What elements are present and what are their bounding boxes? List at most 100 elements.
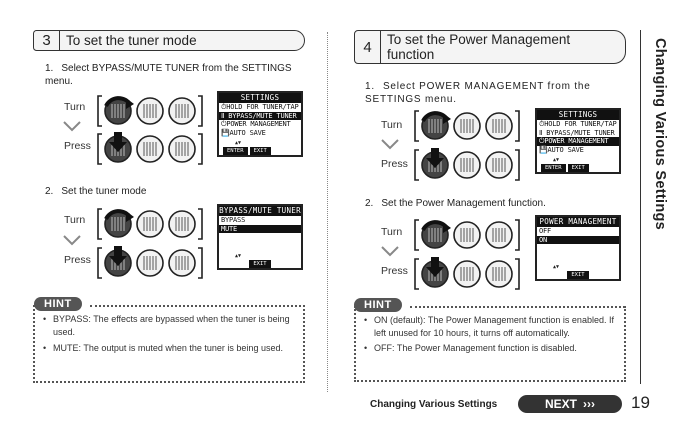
center-knob-icon <box>136 97 164 125</box>
hint-item: OFF: The Power Management function is di… <box>364 342 616 355</box>
scroll-arrows-icon: ▲▼ <box>553 157 560 163</box>
turn-label: Turn <box>381 226 403 238</box>
lcd-softkeys: ENTER EXIT <box>537 161 619 172</box>
softkey-exit: EXIT <box>567 271 589 279</box>
pedal-row-turn <box>96 92 204 130</box>
lcd-title: SETTINGS <box>219 93 301 103</box>
right-knob-icon <box>485 260 513 288</box>
turn-label: Turn <box>64 101 86 113</box>
right-knob-icon <box>485 112 513 140</box>
right-knob-icon <box>168 97 196 125</box>
press-arrow-icon <box>426 257 444 277</box>
section-3-header: 3 To set the tuner mode <box>33 30 305 51</box>
rotate-arrowhead-icon <box>126 211 134 222</box>
softkey-exit: EXIT <box>249 147 271 155</box>
side-tab <box>640 30 680 384</box>
softkey-exit: EXIT <box>249 260 271 268</box>
chevron-down-icon <box>63 121 81 132</box>
softkey-exit: EXIT <box>567 164 589 172</box>
chevron-down-icon <box>63 235 81 246</box>
section-4-header: 4 To set the Power Management function <box>354 30 626 64</box>
page-number: 19 <box>631 393 650 412</box>
side-title: Changing Various Settings <box>652 38 668 230</box>
lcd-row-selected: Ⅱ BYPASS/MUTE TUNER <box>219 111 301 121</box>
lcd-title: BYPASS/MUTE TUNER <box>219 206 301 216</box>
lcd-title: SETTINGS <box>537 110 619 120</box>
pedal-row-turn <box>96 205 204 243</box>
next-arrows-icon: ››› <box>583 397 595 411</box>
hint-item: BYPASS: The effects are bypassed when th… <box>43 313 295 339</box>
center-knob-icon <box>136 210 164 238</box>
pedal-row-press <box>413 255 521 293</box>
press-label: Press <box>381 265 408 277</box>
pedal-row-press <box>96 244 204 282</box>
lcd-row: BYPASS <box>221 216 246 224</box>
center-knob-icon <box>453 221 481 249</box>
step-2: 2.Set the tuner mode <box>45 186 147 197</box>
rotate-arrowhead-icon <box>126 98 134 109</box>
pedal-row-turn <box>413 216 521 254</box>
scroll-arrows-icon: ▲▼ <box>235 140 242 146</box>
step-1: 1.Select BYPASS/MUTE TUNER from the SETT… <box>45 63 292 87</box>
rotate-arrowhead-icon <box>443 113 451 124</box>
pedal-bracket <box>414 258 520 290</box>
lcd-settings-menu: SETTINGS ⏱HOLD FOR TUNER/TAP Ⅱ BYPASS/MU… <box>535 108 621 174</box>
turn-label: Turn <box>64 214 86 226</box>
rotate-arrowhead-icon <box>443 222 451 233</box>
lcd-softkeys: ENTER EXIT <box>219 144 301 155</box>
lcd-row: 💾AUTO SAVE <box>221 128 266 137</box>
pedal-bracket <box>97 133 203 165</box>
press-label: Press <box>381 158 408 170</box>
pedal-bracket <box>97 95 203 127</box>
center-knob-icon <box>453 112 481 140</box>
press-arrow-icon <box>109 132 127 152</box>
chevron-down-icon <box>381 139 399 150</box>
pedal-bracket <box>414 219 520 251</box>
hint-item: ON (default): The Power Management funct… <box>364 314 616 340</box>
right-knob-icon <box>168 210 196 238</box>
hint-item: MUTE: The output is muted when the tuner… <box>43 342 295 355</box>
pedal-row-press <box>413 146 521 184</box>
lcd-row: Ⅱ BYPASS/MUTE TUNER <box>539 128 615 137</box>
section-title: To set the tuner mode <box>66 33 197 48</box>
left-knob-icon <box>421 112 449 140</box>
hint-box: BYPASS: The effects are bypassed when th… <box>33 305 305 383</box>
center-knob-icon <box>136 249 164 277</box>
press-label: Press <box>64 254 91 266</box>
lcd-power-management: POWER MANAGEMENT OFF ON ▲▼ EXIT <box>535 215 621 281</box>
step-2: 2.Set the Power Management function. <box>365 198 546 209</box>
lcd-row: OFF <box>539 227 552 235</box>
pedal-row-press <box>96 130 204 168</box>
lcd-row: ⏱HOLD FOR TUNER/TAP <box>221 103 299 111</box>
pedal-bracket <box>97 247 203 279</box>
softkey-enter: ENTER <box>223 147 248 155</box>
section-title: To set the Power Management function <box>387 32 571 62</box>
press-arrow-icon <box>426 148 444 168</box>
right-knob-icon <box>485 221 513 249</box>
next-button[interactable]: NEXT ››› <box>518 395 622 413</box>
hint-label: HINT <box>354 298 402 312</box>
step-1: 1.Select POWER MANAGEMENT from the SETTI… <box>365 81 591 105</box>
press-label: Press <box>64 140 91 152</box>
pedal-bracket <box>414 110 520 142</box>
pedal-bracket <box>414 149 520 181</box>
lcd-row: ⏱HOLD FOR TUNER/TAP <box>539 120 617 128</box>
pedal-row-turn <box>413 107 521 145</box>
column-divider <box>327 32 328 392</box>
lcd-row: 💾AUTO SAVE <box>539 145 584 154</box>
center-knob-icon <box>453 260 481 288</box>
press-arrow-icon <box>109 246 127 266</box>
next-label: NEXT <box>544 397 577 411</box>
turn-label: Turn <box>381 119 403 131</box>
footer-text: Changing Various Settings <box>370 399 498 410</box>
lcd-row: ⏻POWER MANAGEMENT <box>221 120 291 129</box>
lcd-row-selected: ⏻POWER MANAGEMENT <box>537 137 619 146</box>
lcd-row-selected: MUTE <box>219 224 301 234</box>
lcd-title: POWER MANAGEMENT <box>537 217 619 227</box>
lcd-softkeys: EXIT <box>537 268 619 279</box>
section-number: 4 <box>355 31 381 63</box>
lcd-row-selected: ON <box>537 235 619 245</box>
hint-box: ON (default): The Power Management funct… <box>354 306 626 382</box>
right-knob-icon <box>485 151 513 179</box>
hint-divider <box>90 305 305 307</box>
